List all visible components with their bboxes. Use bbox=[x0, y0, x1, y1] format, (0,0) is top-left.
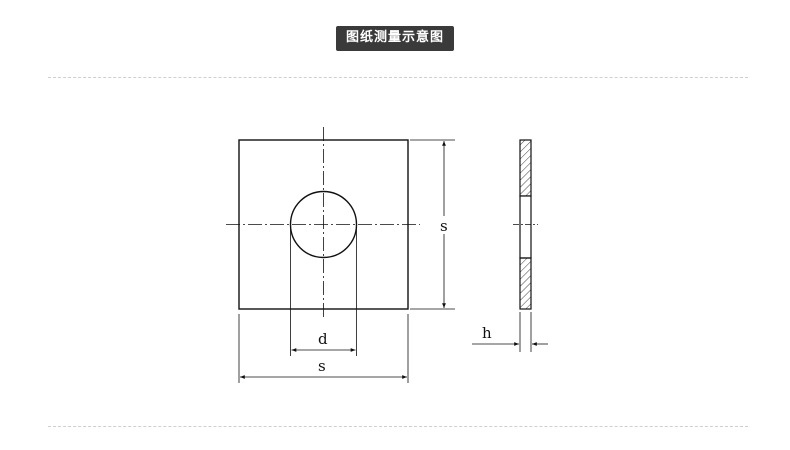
dimension-h-label: h bbox=[482, 324, 492, 342]
side-view bbox=[513, 139, 538, 310]
dimension-s-bottom-label: s bbox=[318, 357, 326, 375]
dimension-s-label: s bbox=[440, 217, 448, 235]
side-section-top bbox=[519, 139, 532, 197]
side-section-bottom bbox=[519, 257, 532, 310]
title-wrap: 图纸测量示意图 bbox=[0, 26, 790, 51]
front-view bbox=[226, 127, 420, 320]
dimension-d-label: d bbox=[318, 330, 328, 348]
bottom-divider bbox=[48, 426, 748, 427]
dimension-s-horizontal: s bbox=[238, 314, 409, 383]
side-hole-gap bbox=[519, 195, 532, 259]
dimension-d: d bbox=[290, 226, 357, 356]
dimension-h: h bbox=[472, 312, 548, 352]
dimension-s-label-bg bbox=[434, 216, 454, 234]
dimension-s-vertical: s bbox=[410, 139, 455, 310]
top-divider bbox=[48, 77, 748, 78]
section-title: 图纸测量示意图 bbox=[335, 26, 454, 51]
